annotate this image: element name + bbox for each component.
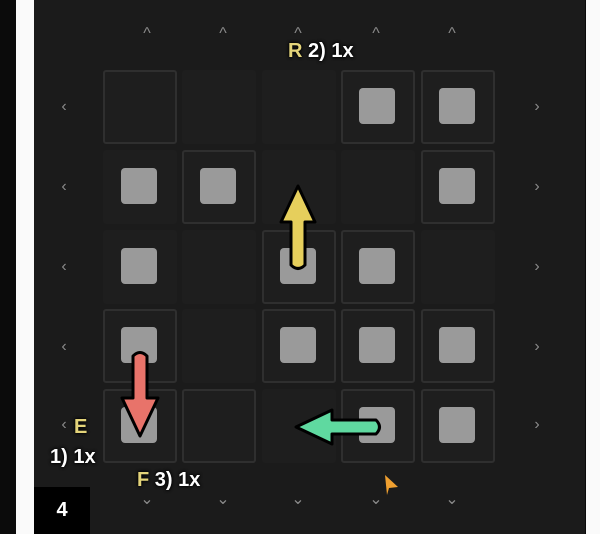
move-3-label: F 3) 1x	[137, 469, 200, 492]
shift-column-up-button[interactable]: ^	[372, 25, 380, 42]
shift-column-up-button[interactable]: ^	[219, 25, 227, 42]
shift-row-left-button[interactable]: ‹	[61, 338, 67, 355]
shift-column-up-button[interactable]: ^	[294, 25, 302, 42]
grid-cell[interactable]	[421, 389, 495, 463]
grid-cell[interactable]	[421, 70, 495, 144]
shift-row-right-button[interactable]: ›	[534, 98, 540, 115]
right-border-strip	[586, 0, 600, 534]
grid-cell[interactable]	[103, 150, 177, 224]
grid-cell[interactable]	[341, 70, 415, 144]
block-tile	[280, 327, 316, 363]
move-1-key: E	[74, 416, 88, 438]
block-tile	[439, 327, 475, 363]
shift-column-down-button[interactable]: ⌄	[140, 491, 154, 508]
arrow-up-icon	[279, 184, 317, 270]
block-tile	[439, 407, 475, 443]
grid-cell[interactable]	[182, 309, 256, 383]
grid-cell[interactable]	[341, 230, 415, 304]
grid-cell[interactable]	[262, 309, 336, 383]
shift-column-down-button[interactable]: ⌄	[291, 491, 305, 508]
grid-cell[interactable]	[182, 150, 256, 224]
block-tile	[359, 327, 395, 363]
grid-cell[interactable]	[341, 150, 415, 224]
shift-row-left-button[interactable]: ‹	[61, 178, 67, 195]
shift-row-left-button[interactable]: ‹	[61, 98, 67, 115]
grid-cell[interactable]	[421, 230, 495, 304]
move-1-text: 1) 1x	[50, 446, 96, 468]
grid-cell[interactable]	[421, 150, 495, 224]
cursor-icon	[385, 475, 398, 495]
shift-row-left-button[interactable]: ‹	[61, 416, 67, 433]
level-number: 4	[34, 487, 90, 534]
block-tile	[439, 168, 475, 204]
block-tile	[439, 88, 475, 124]
shift-column-down-button[interactable]: ⌄	[369, 491, 383, 508]
block-tile	[200, 168, 236, 204]
block-tile	[121, 248, 157, 284]
arrow-down-icon	[120, 351, 160, 438]
grid-cell[interactable]	[182, 230, 256, 304]
shift-column-up-button[interactable]: ^	[143, 25, 151, 42]
shift-column-up-button[interactable]: ^	[448, 25, 456, 42]
block-tile	[359, 248, 395, 284]
grid-cell[interactable]	[103, 230, 177, 304]
grid-cell[interactable]	[262, 70, 336, 144]
shift-row-right-button[interactable]: ›	[534, 258, 540, 275]
grid-cell[interactable]	[103, 70, 177, 144]
grid-cell[interactable]	[182, 389, 256, 463]
shift-column-down-button[interactable]: ⌄	[445, 491, 459, 508]
block-tile	[121, 168, 157, 204]
grid-cell[interactable]	[182, 70, 256, 144]
shift-row-right-button[interactable]: ›	[534, 338, 540, 355]
move-2-key: R	[288, 40, 303, 62]
arrow-left-icon	[294, 408, 381, 446]
shift-column-down-button[interactable]: ⌄	[216, 491, 230, 508]
move-3-key: F	[137, 469, 150, 491]
move-2-label: R 2) 1x	[288, 40, 354, 63]
shift-row-right-button[interactable]: ›	[534, 178, 540, 195]
left-border-strip	[16, 0, 34, 534]
move-2-text: 2) 1x	[308, 40, 354, 62]
move-3-text: 3) 1x	[154, 469, 201, 491]
shift-row-right-button[interactable]: ›	[534, 416, 540, 433]
grid-cell[interactable]	[341, 309, 415, 383]
grid-cell[interactable]	[421, 309, 495, 383]
shift-row-left-button[interactable]: ‹	[61, 258, 67, 275]
block-tile	[359, 88, 395, 124]
